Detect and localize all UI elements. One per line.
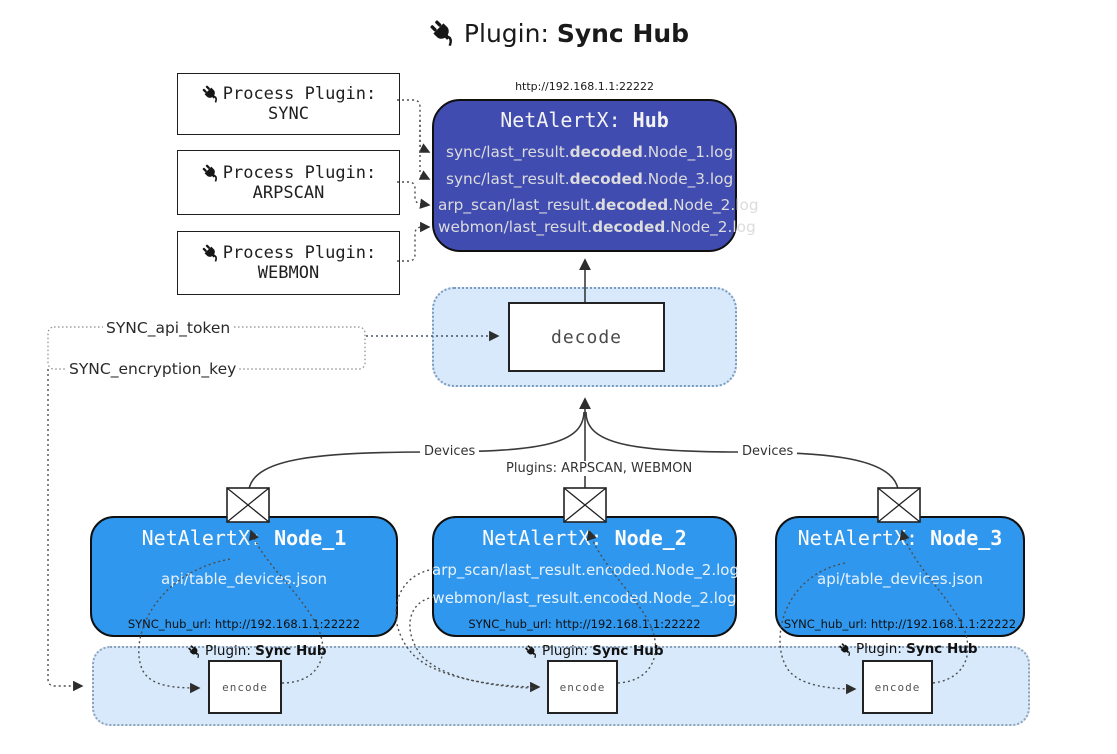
hub-title-prefix: NetAlertX: — [500, 108, 633, 132]
edge-sync-to-hub-1 — [397, 99, 431, 153]
hub-log-bold: decoded — [592, 218, 666, 236]
hub-node — [432, 99, 737, 252]
node-title-prefix: NetAlertX: — [141, 526, 275, 550]
process-plugin-webmon: Process Plugin: WEBMON — [177, 231, 400, 295]
hub-url: http://192.168.1.1:22222 — [515, 80, 654, 93]
hub-log-line: arp_scan/last_result.decoded.Node_2.log — [438, 196, 759, 214]
node-2-title: NetAlertX: Node_2 — [432, 526, 737, 550]
node-3-file: api/table_devices.json — [817, 570, 983, 588]
page-title: Plugin: Sync Hub — [0, 18, 1117, 48]
node-title-prefix: NetAlertX: — [797, 526, 931, 550]
hub-log-line: sync/last_result.decoded.Node_3.log — [446, 170, 734, 188]
plug-icon — [187, 644, 202, 659]
edge-label-devices-left: Devices — [420, 444, 480, 459]
hub-log-pre: sync/last_result. — [446, 170, 570, 188]
node-title-bold: Node_1 — [274, 526, 347, 550]
hub-log-bold: decoded — [569, 143, 643, 161]
decode-box: decode — [508, 302, 665, 372]
encode-box-2: encode — [547, 660, 618, 714]
hub-log-bold: decoded — [595, 196, 669, 214]
plug-icon — [524, 644, 539, 659]
edge-label-plugins-center: Plugins: ARPSCAN, WEBMON — [502, 461, 697, 476]
process-plugin-name: SYNC — [268, 104, 309, 124]
node-1-hub-url: SYNC_hub_url: http://192.168.1.1:22222 — [127, 617, 361, 631]
encode-label-bold: Sync Hub — [255, 643, 327, 659]
process-plugin-name: ARPSCAN — [252, 182, 325, 203]
process-plugin-label: Process Plugin: — [222, 84, 377, 104]
hub-log-line: sync/last_result.decoded.Node_1.log — [446, 143, 734, 161]
encode-plugin-label-1: Plugin: Sync Hub — [187, 643, 327, 659]
hub-log-post: .Node_2.log — [668, 196, 759, 214]
edge-config-to-encode-container — [47, 369, 84, 692]
hub-title: NetAlertX: Hub — [432, 108, 737, 132]
process-plugin-name: WEBMON — [257, 263, 320, 283]
encode-plugin-label-3: Plugin: Sync Hub — [838, 641, 978, 657]
edge-arpscan-to-hub — [397, 181, 431, 209]
hub-log-post: .Node_2.log — [665, 218, 756, 236]
hub-log-pre: arp_scan/last_result. — [438, 196, 596, 214]
process-plugin-label: Process Plugin: — [222, 243, 377, 263]
plug-icon — [838, 642, 853, 657]
node-title-prefix: NetAlertX: — [482, 526, 615, 550]
hub-log-post: .Node_3.log — [642, 170, 734, 188]
plug-icon — [201, 243, 221, 263]
plug-icon — [201, 163, 221, 183]
page-title-bold: Sync Hub — [556, 18, 690, 48]
node-1-file: api/table_devices.json — [161, 570, 327, 588]
hub-title-bold: Hub — [632, 108, 669, 132]
encode-label-prefix: Plugin: — [856, 641, 907, 657]
node-2-hub-url: SYNC_hub_url: http://192.168.1.1:22222 — [468, 617, 701, 631]
process-plugin-arpscan: Process Plugin: ARPSCAN — [177, 150, 400, 215]
encode-label-bold: Sync Hub — [592, 643, 664, 659]
edge-node1-to-decode — [248, 411, 585, 490]
node-3-hub-url: SYNC_hub_url: http://192.168.1.1:22222 — [783, 617, 1017, 631]
hub-log-pre: sync/last_result. — [446, 143, 570, 161]
hub-log-post: .Node_1.log — [642, 143, 734, 161]
node-2-file: arp_scan/last_result.encoded.Node_2.log — [432, 561, 739, 579]
hub-log-pre: webmon/last_result. — [438, 218, 593, 236]
process-plugin-label: Process Plugin: — [222, 162, 377, 183]
process-plugin-sync: Process Plugin: SYNC — [177, 73, 400, 135]
page-title-prefix: Plugin: — [463, 18, 557, 48]
encode-label-prefix: Plugin: — [542, 643, 593, 659]
edge-webmon-to-hub — [397, 221, 431, 262]
encode-box-3: encode — [862, 660, 933, 714]
encode-plugin-label-2: Plugin: Sync Hub — [524, 643, 664, 659]
encode-box-1: encode — [208, 660, 282, 714]
node-3-title: NetAlertX: Node_3 — [775, 526, 1025, 550]
plug-icon — [428, 18, 458, 48]
config-encryption-key-label: SYNC_encryption_key — [66, 360, 240, 378]
edge-label-devices-right: Devices — [738, 444, 798, 459]
node-2-file: webmon/last_result.encoded.Node_2.log — [432, 589, 737, 607]
hub-log-line: webmon/last_result.decoded.Node_2.log — [438, 218, 756, 236]
edge-sync-to-hub-2 — [418, 120, 431, 180]
node-title-bold: Node_2 — [614, 526, 687, 550]
node-1-title: NetAlertX: Node_1 — [90, 526, 398, 550]
hub-log-bold: decoded — [569, 170, 643, 188]
plug-icon — [201, 84, 221, 104]
node-title-bold: Node_3 — [930, 526, 1003, 550]
config-api-token-label: SYNC_api_token — [103, 319, 234, 337]
encode-label-bold: Sync Hub — [906, 641, 978, 657]
encode-label-prefix: Plugin: — [205, 643, 256, 659]
